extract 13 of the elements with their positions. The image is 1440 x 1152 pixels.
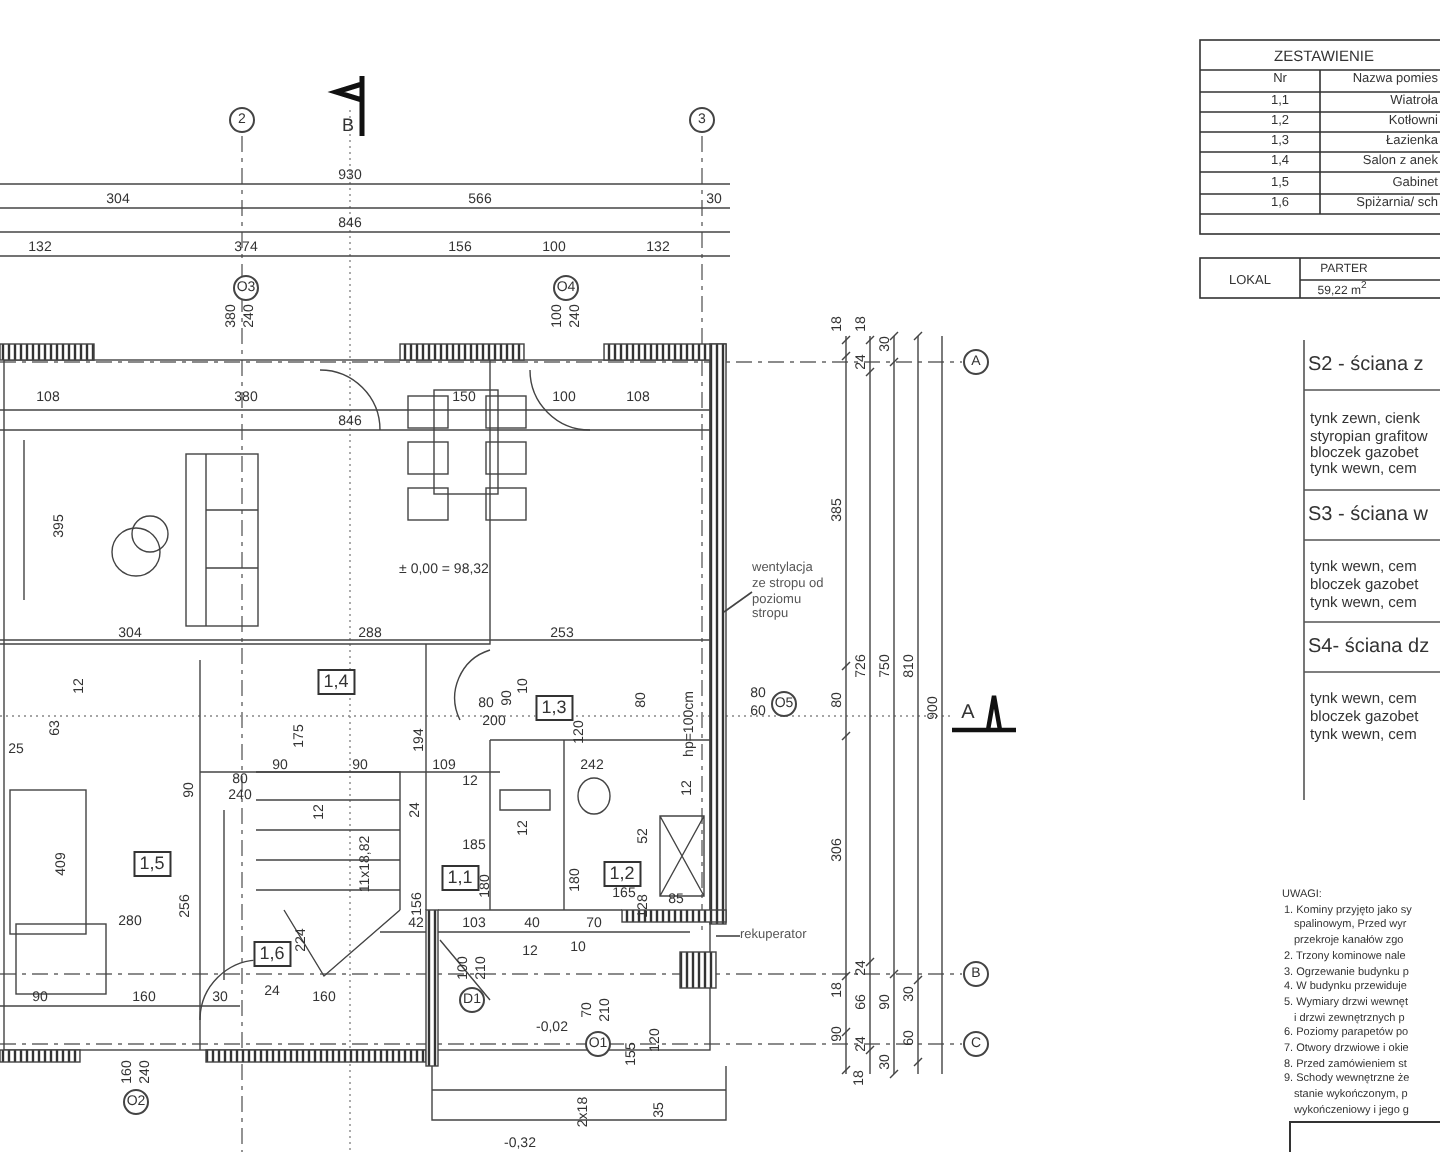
wall-type-heading: S4- ściana dz [1308,638,1430,658]
room-number-tag: 1,5 [133,851,171,877]
leader-line [715,935,741,937]
room-number-tag: 1,4 [317,669,355,695]
section-label: B [342,117,354,135]
room-number-tag: 1,3 [535,695,573,721]
leader-line [723,591,753,613]
wall-type-heading: S2 - ściana z [1308,356,1424,376]
room-number-tag: 1,1 [441,865,479,891]
wall-type-heading: S3 - ściana w [1308,506,1429,526]
room-number-tag: 1,2 [603,861,641,887]
room-number-tag: 1,6 [253,941,291,967]
section-label: A [961,704,975,724]
